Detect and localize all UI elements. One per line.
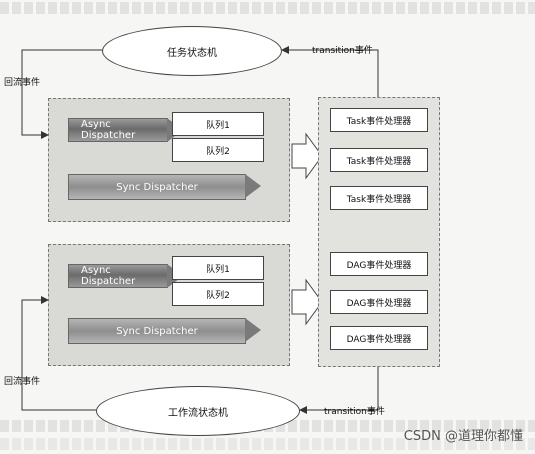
queue-2-1: 队列1 [172, 256, 264, 280]
queue-2-2: 队列2 [172, 282, 264, 306]
handler-group [318, 97, 440, 367]
dag-handler-1-label: DAG事件处理器 [346, 260, 412, 271]
transition-line-bottom [299, 365, 379, 414]
workflow-state-machine-ellipse: 工作流状态机 [96, 386, 300, 436]
sync-dispatcher-2: Sync Dispatcher [68, 318, 261, 344]
sync-dispatcher-1: Sync Dispatcher [68, 174, 261, 200]
transition-line-top [281, 46, 379, 97]
queue-1-2-label: 队列2 [206, 146, 230, 157]
sync-dispatcher-2-label: Sync Dispatcher [116, 325, 198, 337]
dag-handler-2-label: DAG事件处理器 [346, 298, 412, 309]
callback-label-top: 回流事件 [4, 78, 41, 88]
callback-label-bottom: 回流事件 [4, 377, 41, 387]
task-handler-3: Task事件处理器 [330, 186, 428, 210]
task-handler-1-label: Task事件处理器 [346, 116, 412, 127]
task-handler-2: Task事件处理器 [330, 148, 428, 172]
sync-dispatcher-1-label: Sync Dispatcher [116, 181, 198, 193]
transition-label-top: transition事件 [312, 46, 373, 56]
dag-handler-3-label: DAG事件处理器 [346, 334, 412, 345]
queue-1-1-label: 队列1 [206, 120, 230, 131]
transition-label-bottom: transition事件 [324, 407, 385, 417]
callback-line-top [21, 49, 102, 139]
task-state-machine-label: 任务状态机 [167, 47, 217, 59]
task-handler-2-label: Task事件处理器 [346, 156, 412, 167]
async-dispatcher-2: Async Dispatcher [68, 264, 183, 288]
queue-2-1-label: 队列1 [206, 264, 230, 275]
group-to-handler-arrow-1 [291, 132, 323, 180]
task-handler-1: Task事件处理器 [330, 108, 428, 132]
queue-1-1: 队列1 [172, 112, 264, 136]
async-dispatcher-1-label: Async Dispatcher [81, 119, 136, 141]
task-handler-3-label: Task事件处理器 [346, 194, 412, 205]
task-state-machine-ellipse: 任务状态机 [102, 26, 282, 76]
async-dispatcher-2-label: Async Dispatcher [81, 265, 136, 287]
dag-handler-1: DAG事件处理器 [330, 252, 428, 276]
async-dispatcher-1: Async Dispatcher [68, 118, 183, 142]
watermark: CSDN @道理你都懂 [403, 429, 523, 444]
group-to-handler-arrow-2 [291, 278, 323, 326]
dag-handler-3: DAG事件处理器 [330, 326, 428, 350]
dag-handler-2: DAG事件处理器 [330, 290, 428, 314]
queue-2-2-label: 队列2 [206, 290, 230, 301]
queue-1-2: 队列2 [172, 138, 264, 162]
callback-line-bottom [21, 296, 96, 411]
workflow-state-machine-label: 工作流状态机 [168, 407, 228, 419]
